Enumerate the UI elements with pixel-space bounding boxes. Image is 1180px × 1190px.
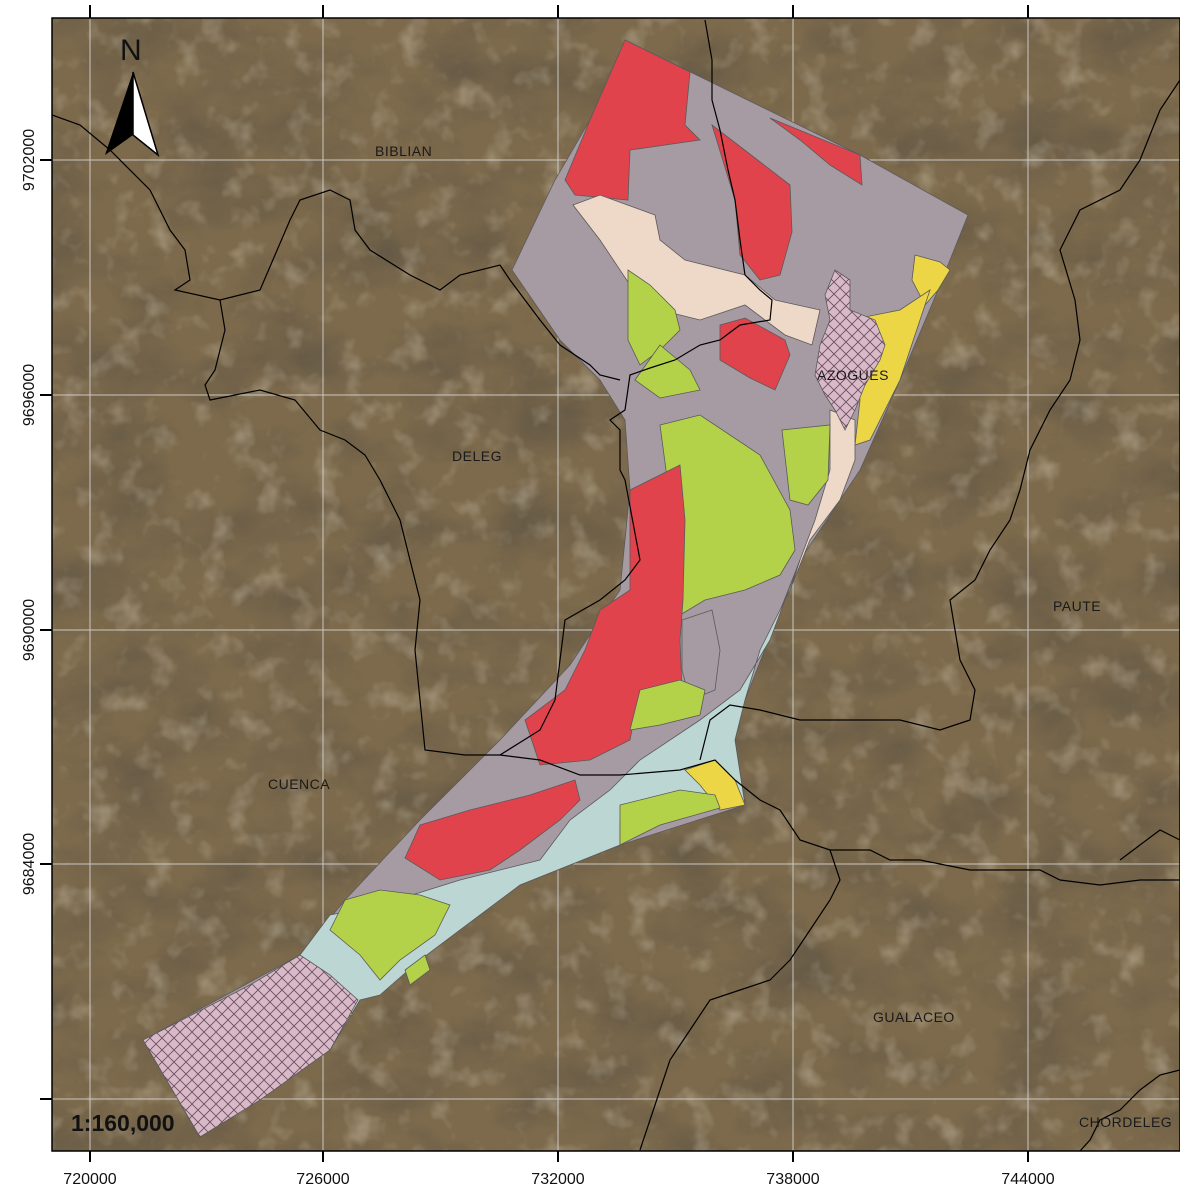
- zone-green-8: [404, 954, 431, 986]
- y-tick-label: 9696000: [21, 364, 38, 426]
- zone-green-6: [619, 789, 721, 846]
- map-frame: [51, 17, 1180, 1152]
- zone-red-2: [711, 123, 793, 281]
- x-tick-label: 732000: [531, 1171, 584, 1188]
- zone-green-5: [629, 679, 706, 731]
- y-tick-label: 9702000: [21, 129, 38, 191]
- top-ticks: [89, 5, 1029, 18]
- y-tick-label: 9684000: [21, 833, 38, 895]
- north-arrow-letter: N: [120, 34, 142, 67]
- zone-red-3: [769, 117, 863, 186]
- land-use-polygons: [142, 39, 969, 1138]
- left-ticks: [40, 159, 52, 1100]
- x-tick-label: 744000: [1001, 1171, 1054, 1188]
- place-label-cuenca: CUENCA: [268, 776, 330, 792]
- zone-green-1: [627, 269, 681, 366]
- place-label-biblian: BIBLIAN: [375, 143, 432, 159]
- place-label-paute: PAUTE: [1053, 598, 1101, 614]
- x-tick-label: 738000: [766, 1171, 819, 1188]
- place-label-azogues: AZOGUES: [817, 367, 889, 383]
- zone-beige-2: [789, 409, 856, 591]
- y-tick-label: 9690000: [21, 599, 38, 661]
- north-arrow-icon: N: [105, 34, 160, 158]
- x-tick-label: 720000: [63, 1171, 116, 1188]
- x-tick-label: 726000: [296, 1171, 349, 1188]
- zone-hatched-azogues: [814, 269, 886, 431]
- zone-hatched-south: [142, 954, 359, 1138]
- zone-red-4: [719, 317, 791, 391]
- bottom-ticks: [89, 1151, 1029, 1162]
- zone-red-1: [564, 39, 701, 201]
- zone-yellow-1: [911, 254, 951, 306]
- zone-red-6: [404, 779, 581, 881]
- zone-green-7: [329, 889, 451, 981]
- place-label-deleg: DELEG: [452, 448, 502, 464]
- zone-gray-2: [681, 609, 721, 701]
- administrative-boundaries: [52, 19, 1180, 1151]
- scale-label: 1:160,000: [71, 1110, 175, 1136]
- place-label-chordeleg: CHORDELEG: [1079, 1114, 1172, 1130]
- zone-green-2: [634, 344, 701, 399]
- zone-green-3: [781, 424, 831, 506]
- place-label-gualaceo: GUALACEO: [873, 1009, 955, 1025]
